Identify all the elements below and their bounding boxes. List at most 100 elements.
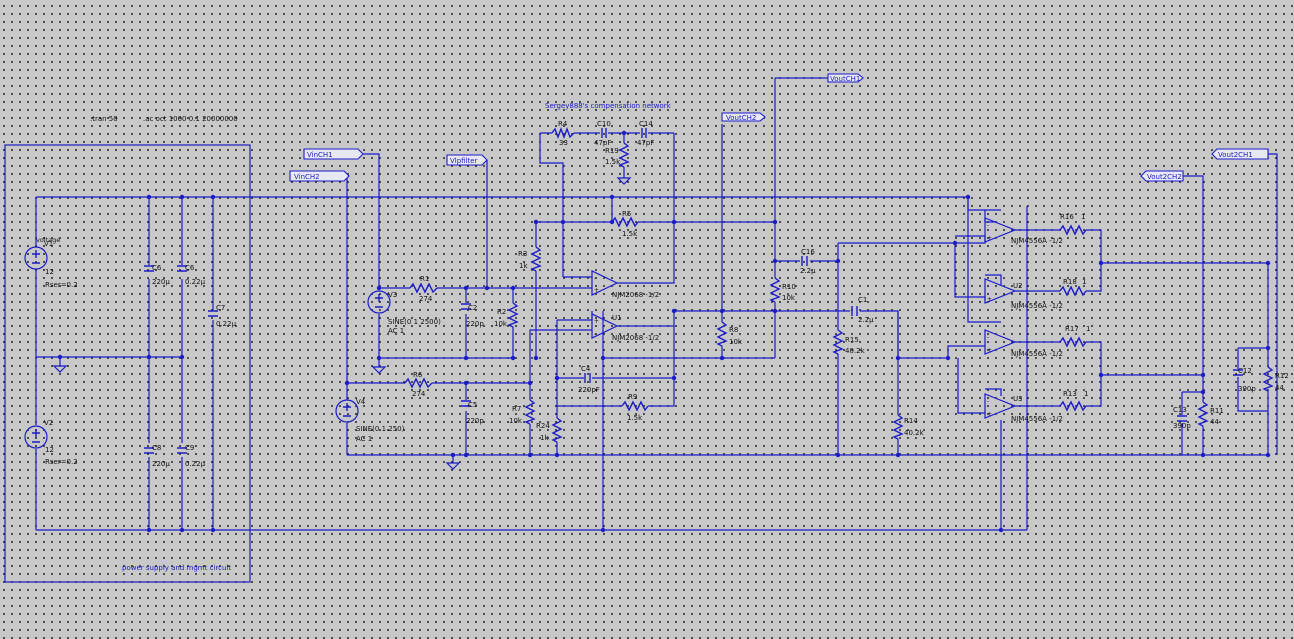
svg-text:C6: C6: [152, 264, 162, 272]
svg-text:220µ: 220µ: [152, 278, 170, 286]
flag-voutch1[interactable]: VoutCH1: [827, 73, 864, 83]
capacitor-c6b[interactable]: C6 0.22µ: [177, 264, 206, 286]
flag-vout2ch2[interactable]: Vout2CH2: [1140, 170, 1184, 182]
opamp-u1[interactable]: + - U1 NJM2068 -1/2: [591, 313, 659, 342]
source-v1[interactable]: voltage V1 12 Rser=0.2: [24, 236, 78, 289]
svg-text:R7: R7: [512, 405, 521, 413]
resistor-r15[interactable]: R15 40.2k: [832, 329, 866, 355]
svg-text:R14: R14: [904, 417, 918, 425]
opamp-u5[interactable]: - + NJM4556A -1/2: [984, 329, 1063, 358]
svg-text:12: 12: [45, 446, 54, 454]
svg-text:-: -: [987, 283, 989, 290]
flag-vinch1[interactable]: VinCH1: [303, 148, 364, 160]
capacitor-c1[interactable]: C1 2.2µ: [851, 296, 874, 324]
capacitor-c6[interactable]: C6 220µ: [144, 264, 170, 286]
resistor-r8[interactable]: R8 10k: [716, 321, 743, 347]
flag-vinch2[interactable]: VinCH2: [289, 170, 350, 182]
svg-text:C12: C12: [1238, 367, 1252, 375]
svg-text:U2: U2: [1013, 282, 1023, 290]
svg-text:+: +: [594, 318, 599, 325]
svg-text:44: 44: [1210, 418, 1219, 426]
svg-text:C6: C6: [185, 264, 195, 272]
power-supply-box: [4, 144, 251, 583]
capacitor-c7[interactable]: C7 0.22µ: [208, 304, 237, 328]
svg-text:R1: R1: [420, 275, 429, 283]
capacitor-c12[interactable]: C12 390p: [1233, 367, 1256, 393]
resistor-r5[interactable]: R5 1.5k: [611, 210, 639, 238]
svg-text:C16: C16: [801, 248, 815, 256]
svg-text:VoutCH2: VoutCH2: [726, 114, 756, 122]
resistor-r9[interactable]: R9 1.5k: [621, 393, 649, 422]
svg-text:44: 44: [1275, 384, 1284, 392]
resistor-r18[interactable]: R18 1: [1059, 278, 1087, 297]
svg-text:V3: V3: [388, 291, 397, 299]
svg-text:12: 12: [45, 268, 54, 276]
svg-text:V1: V1: [44, 240, 53, 248]
resistor-r11[interactable]: R11 44: [1197, 401, 1224, 427]
capacitor-c5[interactable]: C5 220p: [461, 400, 484, 425]
resistor-r2[interactable]: R2 10k: [494, 302, 519, 328]
resistor-r4[interactable]: R4 33: [551, 120, 575, 147]
flag-vout2ch1[interactable]: Vout2CH1: [1211, 148, 1269, 160]
svg-text:Vout2CH1: Vout2CH1: [1218, 151, 1253, 159]
opamp-u4[interactable]: - + NJM4556A -1/2: [984, 217, 1063, 245]
resistor-r1[interactable]: R1 274: [409, 275, 438, 303]
svg-text:47pF: 47pF: [594, 139, 611, 147]
flag-voutch2[interactable]: VoutCH2: [721, 112, 766, 122]
source-v4[interactable]: V4 SINE(0 1 250) AC 1: [335, 398, 405, 443]
svg-text:1.5k: 1.5k: [622, 230, 638, 238]
svg-text:Rser=0.2: Rser=0.2: [45, 458, 78, 466]
source-v3[interactable]: V3 SINE(0 1 2500) AC 1: [367, 290, 441, 335]
svg-text:VinCH1: VinCH1: [307, 151, 333, 159]
svg-text:C9: C9: [185, 444, 194, 452]
svg-text:220p: 220p: [466, 417, 484, 425]
capacitor-c10[interactable]: C10 47pF: [594, 120, 611, 147]
svg-text:V4: V4: [356, 398, 366, 406]
capacitor-c13[interactable]: C13 390p: [1173, 406, 1191, 430]
svg-text:R5: R5: [622, 210, 631, 218]
svg-text:Vlpfilter: Vlpfilter: [450, 157, 478, 165]
svg-text:+: +: [987, 296, 992, 303]
source-v2[interactable]: V2 12 Rser=0.2: [24, 419, 78, 466]
svg-text:VinCH2: VinCH2: [294, 173, 320, 181]
svg-text:C10: C10: [597, 120, 611, 128]
svg-text:R16: R16: [1060, 213, 1074, 221]
tran-directive: .tran 50: [90, 115, 118, 123]
svg-text:2.2µ: 2.2µ: [800, 267, 816, 275]
svg-text:NJM4556A -1/2: NJM4556A -1/2: [1011, 415, 1063, 423]
opamp-u2[interactable]: - + U2 NJM4556A -1/2: [984, 278, 1063, 310]
svg-text:40.2k: 40.2k: [845, 347, 866, 355]
capacitor-c8[interactable]: C8 220µ: [144, 444, 170, 468]
svg-text:NJM4556A -1/2: NJM4556A -1/2: [1011, 237, 1063, 245]
flag-vlpfilter[interactable]: Vlpfilter: [446, 154, 488, 166]
svg-text:R9: R9: [628, 393, 637, 401]
svg-text:+: +: [987, 347, 992, 354]
svg-text:1: 1: [1082, 278, 1086, 286]
capacitor-c9[interactable]: C9 0.22µ: [177, 444, 206, 468]
resistor-r13[interactable]: R13 1: [1059, 390, 1088, 412]
resistor-r16[interactable]: R16 1: [1059, 213, 1087, 236]
svg-text:C4: C4: [581, 365, 591, 373]
resistor-r19[interactable]: R19 1.5k: [605, 142, 630, 168]
svg-text:VoutCH1: VoutCH1: [830, 75, 860, 83]
resistor-r24[interactable]: R24 1k: [536, 417, 563, 443]
resistor-r6[interactable]: R6 274: [404, 371, 433, 398]
svg-text:390p: 390p: [1238, 385, 1256, 393]
svg-text:NJM2068 -1/2: NJM2068 -1/2: [612, 291, 659, 299]
svg-text:U3: U3: [1013, 395, 1023, 403]
capacitor-c16[interactable]: C16 2.2µ: [800, 248, 816, 275]
resistor-r3[interactable]: R3 1k: [518, 246, 542, 272]
ground-symbols: [52, 177, 632, 470]
resistor-r17[interactable]: R17 1: [1059, 325, 1090, 348]
resistor-r14[interactable]: R14 40.2k: [892, 414, 925, 440]
opamp-u3[interactable]: - + U3 NJM4556A -1/2: [984, 393, 1063, 423]
resistor-r12[interactable]: R12 44: [1262, 366, 1289, 392]
resistor-r7[interactable]: R7 10k: [509, 399, 536, 425]
capacitor-c2[interactable]: C2 220p: [461, 303, 484, 328]
svg-text:R12: R12: [1275, 372, 1289, 380]
svg-text:0.22µ: 0.22µ: [216, 320, 237, 328]
capacitor-c4[interactable]: C4 220pF: [578, 365, 600, 394]
resistor-r10[interactable]: R10 10k: [769, 277, 796, 303]
opamp-top[interactable]: - + NJM2068 -1/2: [591, 270, 659, 299]
capacitor-c14[interactable]: C14 47pF: [637, 120, 654, 147]
